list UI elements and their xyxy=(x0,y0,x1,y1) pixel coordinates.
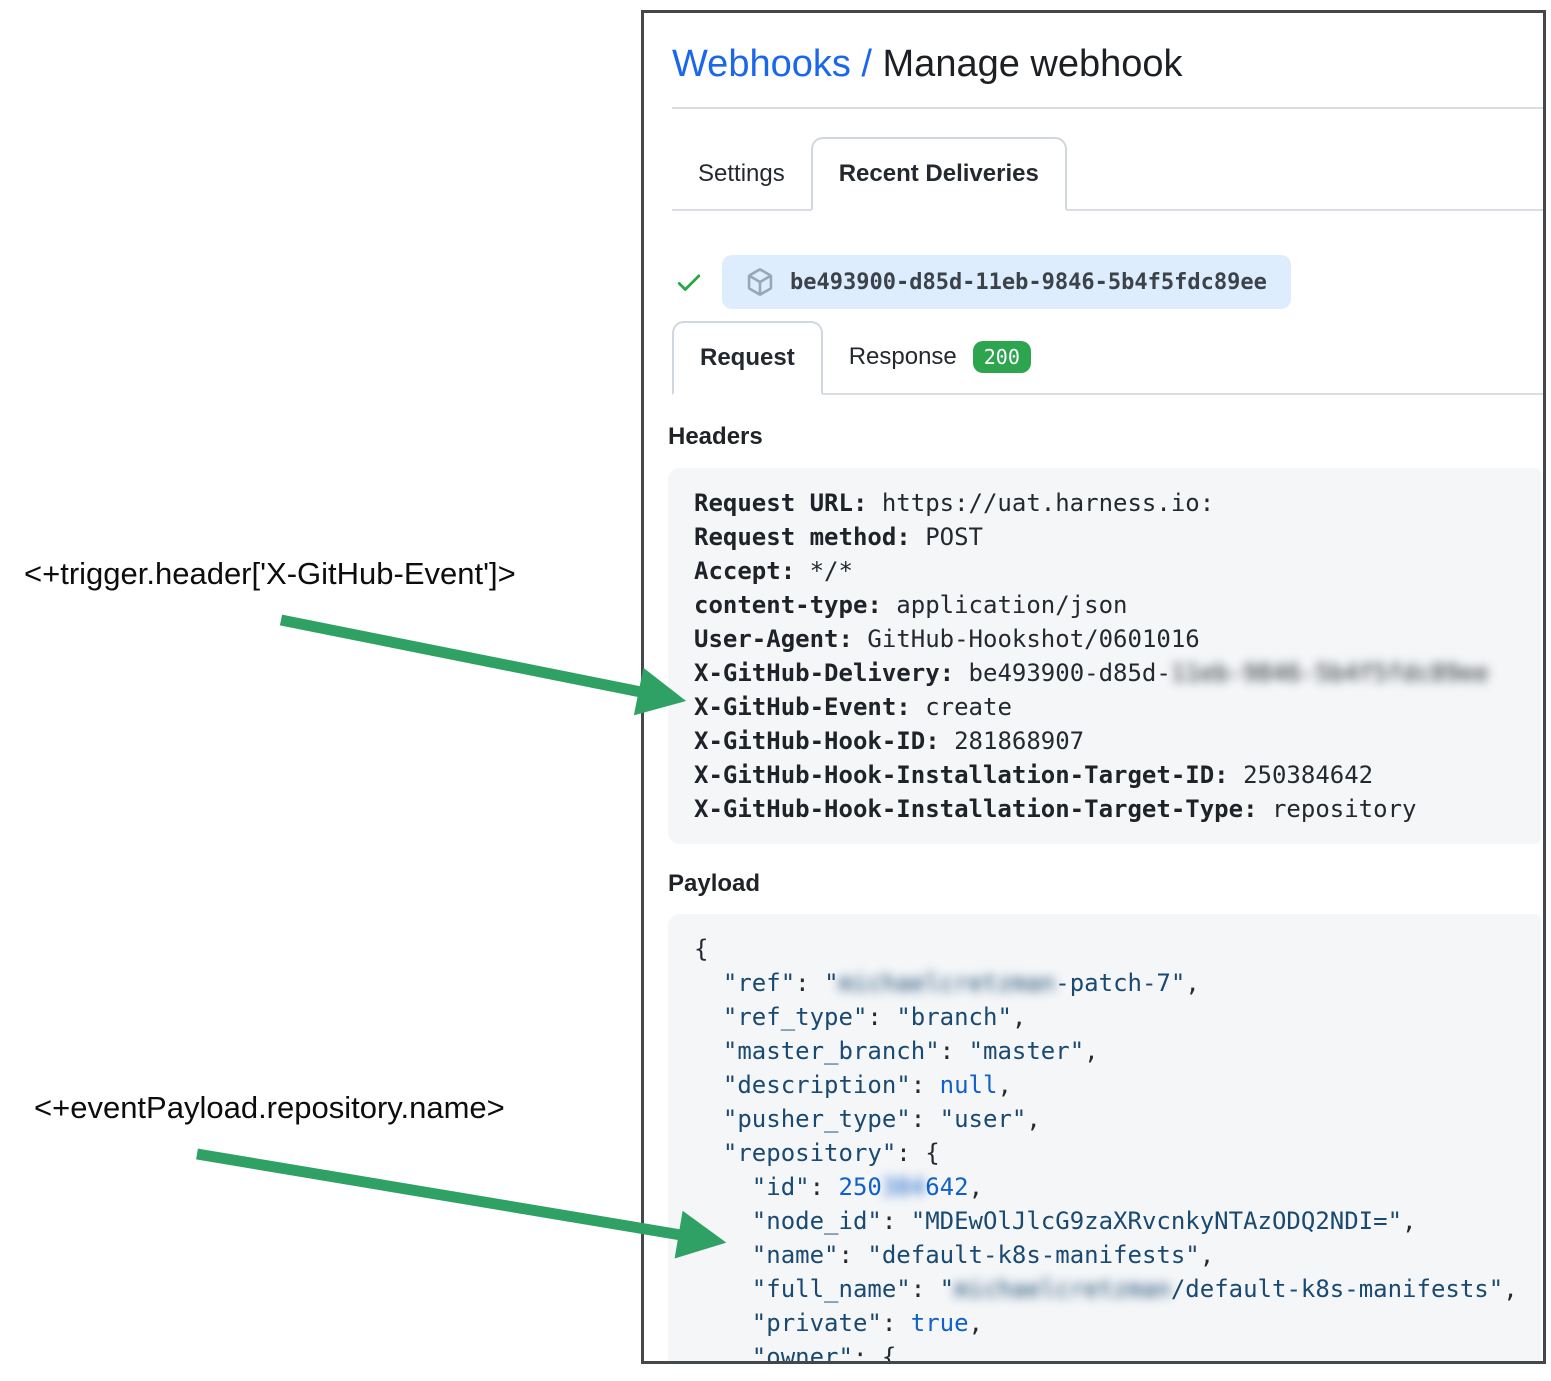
payload-line: "description": null, xyxy=(722,1071,1012,1099)
tab-response-label: Response xyxy=(848,343,957,370)
payload-line: "ref": "michaelcretzman-patch-7", xyxy=(722,969,1200,997)
payload-line: "id": 250384642, xyxy=(751,1173,984,1201)
page-title: Webhooks / Manage webhook xyxy=(672,40,1543,88)
title-divider xyxy=(672,107,1543,109)
package-icon xyxy=(747,268,773,296)
payload-line: "private": true, xyxy=(751,1309,983,1337)
request-header-line: X-GitHub-Hook-Installation-Target-Type: … xyxy=(694,795,1417,823)
page-title-current: Manage webhook xyxy=(882,43,1183,85)
payload-line: "owner": { xyxy=(751,1343,897,1364)
annotation-trigger-header-expression: <+trigger.header['X-GitHub-Event']> xyxy=(24,556,516,591)
webhooks-breadcrumb-link[interactable]: Webhooks / xyxy=(672,43,872,85)
main-tabbar: Settings Recent Deliveries xyxy=(672,137,1543,211)
payload-line: { xyxy=(694,935,709,963)
manage-webhook-panel: Webhooks / Manage webhook Settings Recen… xyxy=(641,10,1546,1364)
tab-response[interactable]: Response 200 xyxy=(823,321,1057,393)
payload-line: "pusher_type": "user", xyxy=(722,1105,1041,1133)
payload-line: "ref_type": "branch", xyxy=(722,1003,1027,1031)
tab-request[interactable]: Request xyxy=(672,321,823,395)
request-response-tabbar: Request Response 200 xyxy=(672,321,1543,395)
payload-line: "repository": { xyxy=(722,1139,940,1167)
green-arrow-to-repo-name xyxy=(196,1148,727,1259)
request-headers-block: Request URL: https://uat.harness.io: Requ… xyxy=(668,468,1541,844)
request-header-line: X-GitHub-Event: create xyxy=(694,693,1012,721)
headers-heading: Headers xyxy=(668,423,763,450)
request-header-line: User-Agent: GitHub-Hookshot/0601016 xyxy=(694,625,1200,653)
payload-line: "full_name": "michaelcretzman/default-k8… xyxy=(751,1275,1518,1303)
delivery-guid: be493900-d85d-11eb-9846-5b4f5fdc89ee xyxy=(790,269,1267,295)
success-check-icon xyxy=(677,274,701,291)
tab-recent-deliveries[interactable]: Recent Deliveries xyxy=(810,137,1067,211)
payload-line: "node_id": "MDEwOlJlcG9zaXRvcnkyNTAzODQ2… xyxy=(751,1207,1417,1235)
request-header-line: content-type: application/json xyxy=(694,591,1128,619)
request-header-line: X-GitHub-Delivery: be493900-d85d-11eb-98… xyxy=(694,659,1489,687)
tab-settings[interactable]: Settings xyxy=(698,160,785,187)
request-header-line: Accept: */* xyxy=(694,557,853,585)
request-header-line: Request URL: https://uat.harness.io: xyxy=(694,489,1215,517)
response-status-badge: 200 xyxy=(972,341,1031,373)
annotation-event-payload-expression: <+eventPayload.repository.name> xyxy=(34,1090,505,1125)
green-arrow-to-github-event xyxy=(279,614,687,716)
payload-block: { "ref": "michaelcretzman-patch-7", "ref… xyxy=(668,914,1541,1364)
request-header-line: Request method: POST xyxy=(694,523,983,551)
delivery-row: be493900-d85d-11eb-9846-5b4f5fdc89ee xyxy=(674,255,1543,309)
delivery-guid-pill[interactable]: be493900-d85d-11eb-9846-5b4f5fdc89ee xyxy=(722,255,1291,309)
payload-line: "master_branch": "master", xyxy=(722,1037,1099,1065)
payload-heading: Payload xyxy=(668,870,761,897)
request-header-line: X-GitHub-Hook-Installation-Target-ID: 25… xyxy=(694,761,1374,789)
payload-line: "name": "default-k8s-manifests", xyxy=(751,1241,1215,1269)
request-header-line: X-GitHub-Hook-ID: 281868907 xyxy=(694,727,1085,755)
